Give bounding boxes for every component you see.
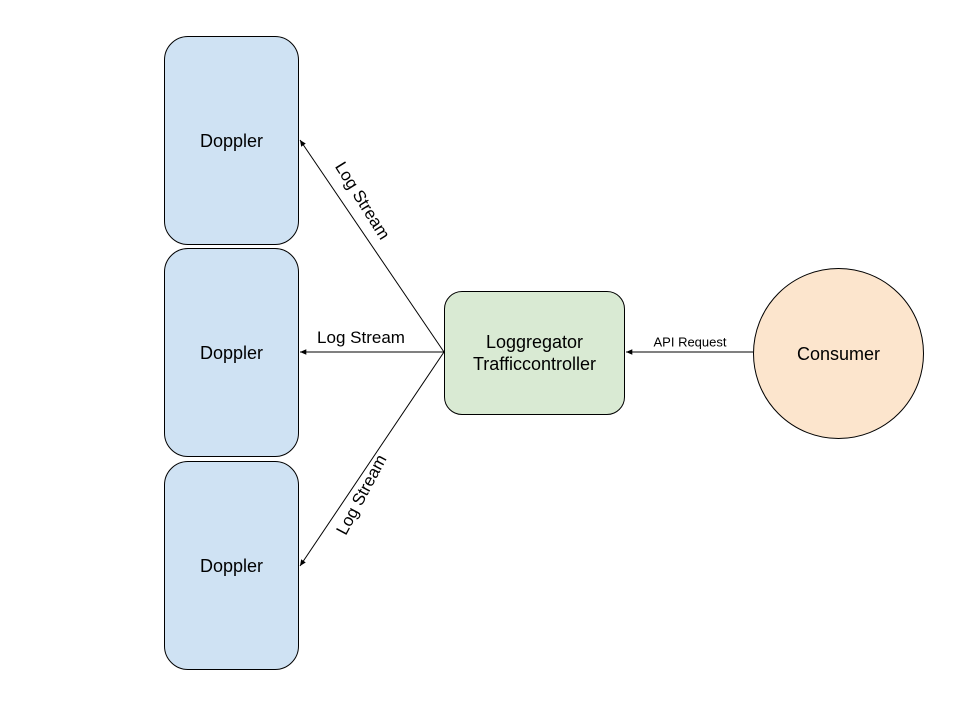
edge-log-stream-bot — [299, 351, 445, 567]
trafficcontroller-label-line1: Loggregator — [485, 332, 584, 352]
doppler-node-2-label: Doppler — [199, 342, 264, 363]
doppler-node-1: Doppler — [164, 36, 299, 245]
trafficcontroller-label-line2: Trafficcontroller — [472, 354, 597, 374]
doppler-node-2: Doppler — [164, 248, 299, 457]
doppler-node-1-label: Doppler — [199, 130, 264, 151]
consumer-node: Consumer — [753, 268, 924, 439]
edge-log-stream-top — [299, 139, 445, 353]
trafficcontroller-label: Loggregator Trafficcontroller — [473, 331, 596, 375]
consumer-node-label: Consumer — [796, 343, 881, 364]
trafficcontroller-node: Loggregator Trafficcontroller — [444, 291, 625, 415]
edge-label-api-request: API Request — [653, 334, 727, 350]
doppler-node-3: Doppler — [164, 461, 299, 670]
edge-label-log-stream-mid: Log Stream — [317, 328, 405, 347]
doppler-node-3-label: Doppler — [199, 555, 264, 576]
